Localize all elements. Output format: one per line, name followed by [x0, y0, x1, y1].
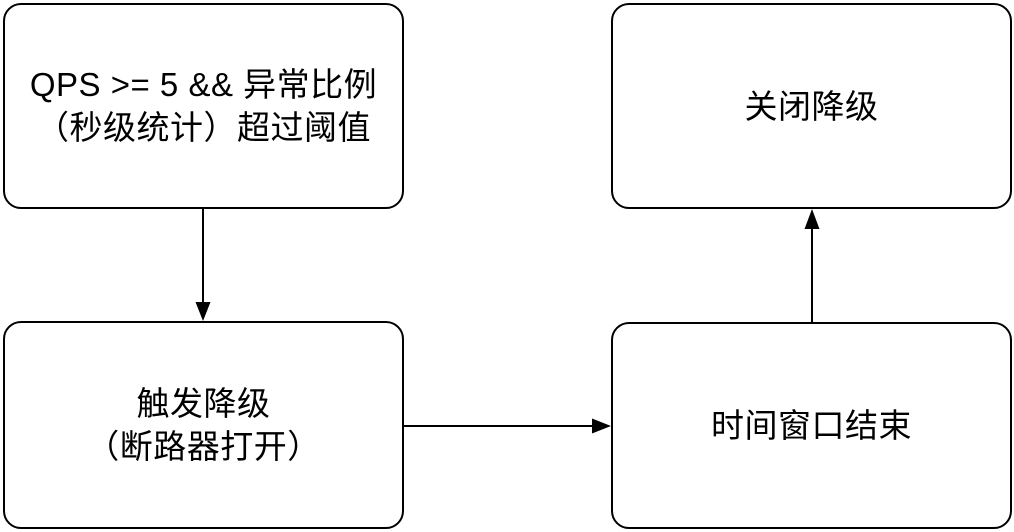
node-trigger-degrade: 触发降级 （断路器打开）: [3, 321, 404, 529]
node-time-window: 时间窗口结束: [611, 322, 1012, 529]
node-time-window-label: 时间窗口结束: [711, 407, 912, 444]
node-close-degrade: 关闭降级: [611, 3, 1012, 209]
arrow-up-window-to-close: [804, 209, 820, 322]
node-condition: QPS >= 5 && 异常比例 （秒级统计）超过阈值: [3, 3, 404, 209]
node-condition-line-1: QPS >= 5 && 异常比例: [29, 66, 378, 103]
arrow-right-trigger-to-window: [404, 418, 611, 434]
arrow-down-condition-to-trigger: [195, 209, 211, 321]
node-trigger-degrade-line-1: 触发降级: [136, 385, 271, 422]
node-trigger-degrade-line-2: （断路器打开）: [86, 428, 321, 465]
node-condition-line-2: （秒级统计）超过阈值: [36, 109, 371, 146]
node-close-degrade-label: 关闭降级: [744, 87, 879, 125]
